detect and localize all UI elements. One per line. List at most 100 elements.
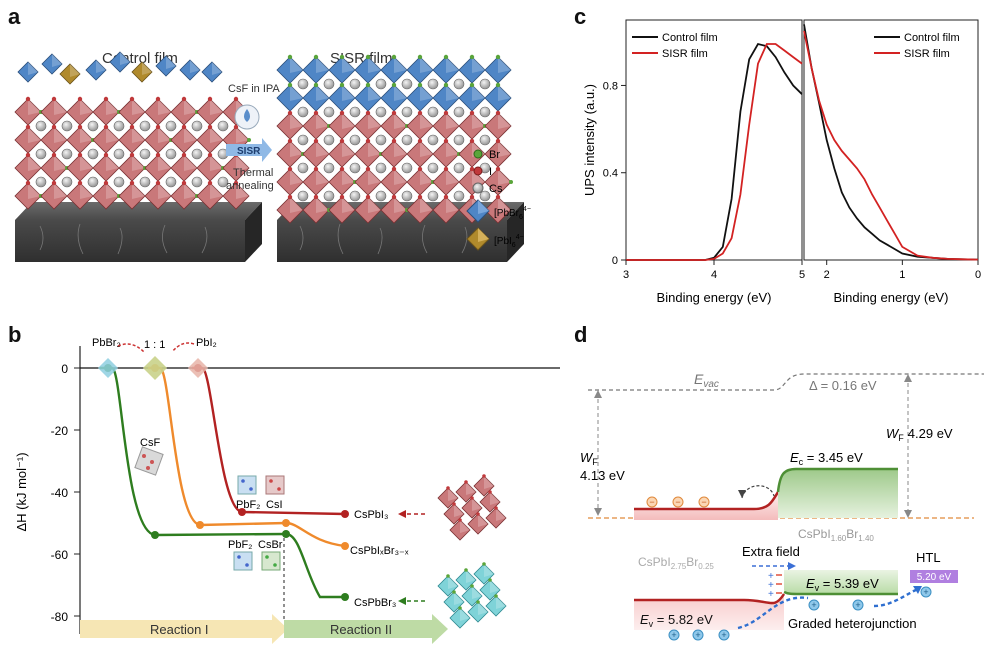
i-atom [103,152,109,158]
i-atom [365,110,371,116]
pbf2-bottom-crystal-icon [233,551,253,571]
pbi6-octahedron [118,154,146,182]
b-ytick-60: -60 [51,548,69,562]
reaction-i-bar: Reaction I [80,614,288,644]
left-valence-band-fill [634,592,784,630]
hole-transfer-arrowhead [913,586,922,594]
ec-label: Ec = 3.45 eV [790,450,863,467]
pbi6-octahedron [144,98,172,126]
pbbr6-octahedron [276,56,304,84]
c-y-label: UPS intensity (a.u.) [582,84,597,196]
i-atom [207,124,213,130]
pbbr6-octahedron [484,56,512,84]
atom [488,490,492,494]
br-atom [417,82,423,88]
pbi6-octahedron [302,196,330,224]
process-top-label: CsF in IPA [228,83,280,95]
i-atom [287,110,293,116]
cs-atom [453,134,465,146]
cs-atom [297,134,309,146]
atom [452,502,456,506]
pbbr6-octahedron-icon [466,199,490,223]
i-atom [207,152,213,158]
series-line-1 [803,30,979,261]
i-atom [391,138,397,144]
i-atom [51,152,57,158]
i-atom [443,138,449,144]
i-atom [207,180,213,186]
pbi2-crystal-icon [188,358,208,378]
pbbr6-octahedron [380,84,408,112]
left-material-label: CsPbI2.75Br0.25 [638,555,714,571]
cs-atom [479,106,491,118]
br-atom [313,82,319,88]
cs-atom [453,162,465,174]
label-csbr: CsBr [258,539,283,551]
pbi6-octahedron [92,154,120,182]
i-atom [495,138,501,144]
svg-text:+: + [695,630,700,640]
pbi6-octahedron [144,126,172,154]
cs-atom [349,190,361,202]
right-work-function-arrow [904,374,912,518]
svg-text:−: − [701,497,706,507]
pbbr6-octahedron [276,84,304,112]
i-atom [181,152,187,158]
x-tick-label: 0 [975,269,981,281]
cs-atom [401,162,413,174]
legend-pbbr6: [PbBr64− [494,206,531,221]
pbi6-octahedron [406,112,434,140]
i-atom [469,166,475,172]
svg-text:+: + [923,587,928,597]
i-atom [77,180,83,186]
orange-pathway-curve [148,366,346,548]
electron-blocked-arrowhead [738,490,746,498]
i-atom [495,166,501,172]
cs-atom [375,190,387,202]
cs-atom [427,134,439,146]
i-atom [77,152,83,158]
cs-atom [297,78,309,90]
octahedron [467,513,489,535]
htl-level-value: 5.20 eV [917,572,952,583]
br-atom [391,82,397,88]
cs-atom [191,148,203,160]
i-atom [469,138,475,144]
cs-atom [349,106,361,118]
graded-heterojunction-label: Graded heterojunction [788,616,917,631]
i-atom [339,138,345,144]
pbi6-octahedron [170,98,198,126]
svg-text:+: + [768,589,774,600]
br-atom-icon [473,149,483,159]
i-atom [103,96,109,102]
series-line-0 [803,24,979,261]
htl-level-box [910,570,958,583]
process-arrow [226,138,272,162]
delta-label: Δ = 0.16 eV [809,378,877,393]
x-tick-label: 1 [899,269,905,281]
i-atom [129,96,135,102]
atom [476,600,480,604]
label-pbi2: PbI₂ [196,337,217,349]
b-ytick-20: -20 [51,424,69,438]
right-conduction-band-fill [778,469,898,518]
atom [482,562,486,566]
process-bottom-label-2: annealing [226,180,274,192]
cs-atom [297,162,309,174]
pbi6-octahedron [276,196,304,224]
panel-a-schematic: Control film SISR film CsF in IPA SISR T… [14,50,531,262]
i-atom [495,194,501,200]
i-atom [287,166,293,172]
cs-atom [323,106,335,118]
atom [458,606,462,610]
pbi6-octahedron [380,196,408,224]
pbi6-octahedron [14,98,42,126]
cs-atom [217,176,229,188]
pbi6-octahedron [302,140,330,168]
left-valence-band-edge [634,593,786,605]
right-perovskite-lattice [276,54,513,224]
pbbr6-octahedron [302,84,330,112]
br-atom [469,54,475,60]
br-atom [443,82,449,88]
